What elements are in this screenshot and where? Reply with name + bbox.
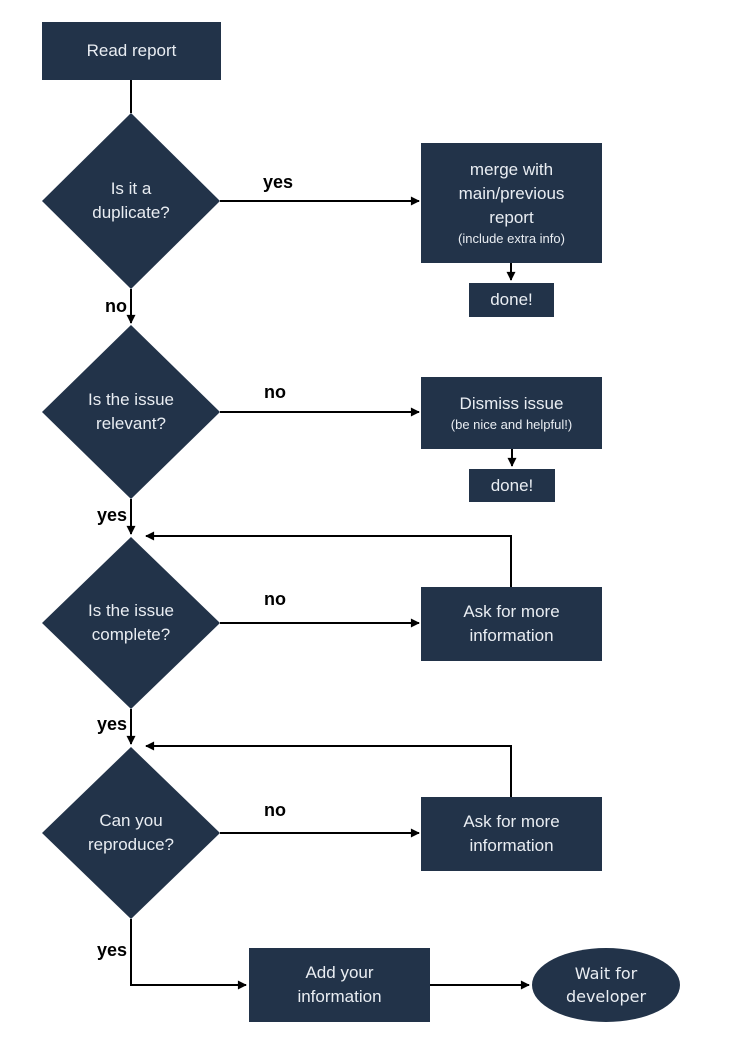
edge-label-duplicate-yes: yes	[262, 172, 294, 192]
node-dismiss-issue: Dismiss issue (be nice and helpful!)	[421, 377, 602, 449]
node-can-reproduce: Can you reproduce?	[42, 747, 220, 919]
node-add-info-line1: Add your	[305, 963, 374, 982]
node-is-complete-line2: complete?	[91, 625, 171, 644]
node-ask2-line2: information	[469, 836, 554, 855]
node-wait-line2: developer	[565, 987, 647, 1006]
node-is-duplicate-line2: duplicate?	[92, 203, 170, 222]
edge-label-reproduce-yes: yes	[96, 940, 128, 960]
node-ask1-line1: Ask for more	[463, 602, 560, 621]
node-merge-line1: merge with	[469, 160, 554, 179]
node-ask-more-info-1: Ask for more information	[421, 587, 602, 661]
node-wait-for-developer: Wait for developer	[532, 948, 680, 1022]
node-merge-line3: report	[489, 208, 534, 227]
node-can-reproduce-line2: reproduce?	[87, 835, 174, 854]
node-wait-line1: Wait for	[574, 964, 638, 983]
edge-label-relevant-yes: yes	[96, 505, 128, 525]
edge-label-relevant-no: no	[264, 382, 286, 402]
node-is-relevant-line1: Is the issue	[88, 390, 174, 409]
node-read-report-label: Read report	[86, 41, 177, 60]
node-read-report: Read report	[42, 22, 221, 80]
edge-label-reproduce-no: no	[264, 800, 286, 820]
edge-label-complete-no: no	[264, 589, 286, 609]
node-merge-note: (include extra info)	[458, 231, 565, 246]
edge-ask2-loop-to-reproduce	[145, 741, 512, 797]
node-done-dismiss: done!	[469, 469, 555, 502]
edge-label-duplicate-no: no	[105, 296, 127, 316]
node-dismiss-line1: Dismiss issue	[459, 394, 564, 413]
node-is-complete-line1: Is the issue	[88, 601, 174, 620]
edge-reproduce-yes-to-addinfo	[130, 919, 247, 990]
node-dismiss-note: (be nice and helpful!)	[450, 417, 573, 432]
node-is-duplicate-line1: Is it a	[110, 179, 152, 198]
node-done-merge: done!	[469, 283, 554, 317]
node-ask-more-info-2: Ask for more information	[421, 797, 602, 871]
node-done-dismiss-label: done!	[490, 475, 534, 495]
node-merge-line2: main/previous	[458, 184, 565, 203]
node-can-reproduce-line1: Can you	[99, 811, 163, 830]
node-is-relevant-line2: relevant?	[96, 414, 166, 433]
edge-ask1-loop-to-complete	[145, 531, 512, 587]
node-add-info-line2: information	[297, 987, 382, 1006]
node-ask2-line1: Ask for more	[463, 812, 560, 831]
node-is-relevant: Is the issue relevant?	[42, 325, 220, 499]
node-add-information: Add your information	[249, 948, 430, 1022]
edge-label-complete-yes: yes	[96, 714, 128, 734]
node-is-duplicate: Is it a duplicate?	[42, 113, 220, 289]
node-done-merge-label: done!	[490, 290, 533, 309]
node-is-complete: Is the issue complete?	[42, 537, 220, 709]
node-merge-report: merge with main/previous report (include…	[421, 143, 602, 263]
node-ask1-line2: information	[469, 626, 554, 645]
